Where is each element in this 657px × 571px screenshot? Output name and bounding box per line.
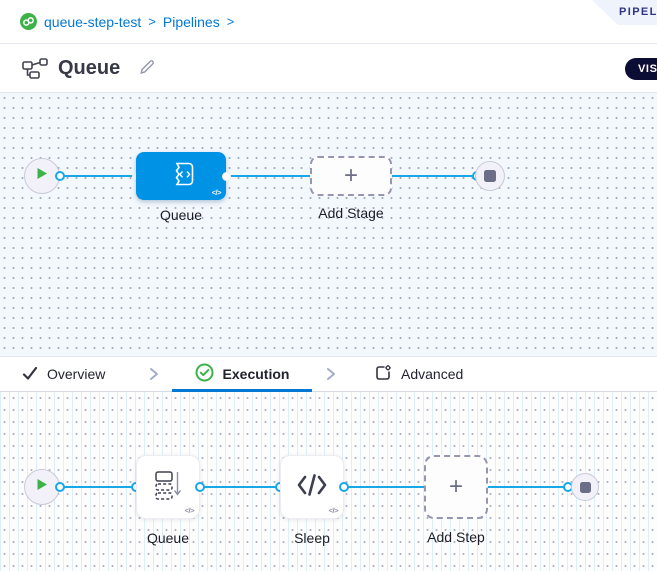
tab-label: Overview bbox=[47, 366, 106, 382]
step-label: Sleep bbox=[294, 530, 330, 546]
plus-icon: + bbox=[343, 162, 358, 189]
title-bar: Queue VISUAL bbox=[0, 44, 657, 93]
stage-graph-canvas[interactable]: </> Queue + Add Stage bbox=[0, 93, 657, 356]
chevron-right-icon bbox=[325, 367, 337, 381]
execution-graph-canvas[interactable]: </> Queue </> Sleep + Add Step bbox=[0, 392, 657, 571]
stage-label: Queue bbox=[159, 207, 203, 223]
breadcrumb-project-link[interactable]: queue-step-test bbox=[44, 13, 142, 30]
add-step-button[interactable]: + bbox=[424, 455, 488, 519]
tab-advanced[interactable]: Advanced bbox=[374, 357, 463, 391]
add-stage-button[interactable]: + bbox=[310, 156, 392, 196]
stop-icon bbox=[579, 481, 591, 493]
chevron-right-icon bbox=[148, 367, 160, 381]
pencil-icon bbox=[138, 58, 156, 79]
step-label: Queue bbox=[146, 530, 190, 546]
pipeline-icon bbox=[22, 57, 48, 79]
step-out-port[interactable] bbox=[195, 482, 205, 492]
pipeline-start-node[interactable] bbox=[24, 158, 60, 194]
check-icon bbox=[22, 366, 38, 383]
breadcrumb: queue-step-test > Pipelines > PIPELINE S… bbox=[0, 0, 657, 44]
queue-step-icon bbox=[153, 469, 183, 506]
visual-yaml-toggle[interactable]: VISUAL bbox=[625, 58, 657, 80]
project-icon bbox=[20, 13, 37, 30]
play-icon bbox=[36, 167, 48, 185]
active-tab-underline bbox=[172, 389, 312, 392]
custom-stage-icon bbox=[163, 159, 199, 194]
add-step-label: Add Step bbox=[427, 529, 485, 545]
stage-flow-line bbox=[60, 175, 477, 177]
step-type-code-badge: </> bbox=[184, 506, 195, 515]
breadcrumb-separator: > bbox=[148, 14, 156, 29]
stage-node-queue[interactable]: </> bbox=[136, 152, 226, 200]
start-out-port[interactable] bbox=[55, 482, 65, 492]
stage-type-code-badge: </> bbox=[211, 188, 222, 197]
step-type-code-badge: </> bbox=[328, 506, 339, 515]
breadcrumb-pipelines-link[interactable]: Pipelines bbox=[162, 13, 220, 30]
tab-execution[interactable]: Execution bbox=[172, 357, 312, 391]
stop-icon bbox=[484, 170, 496, 182]
stage-out-port[interactable] bbox=[222, 171, 231, 181]
pipeline-end-node[interactable] bbox=[475, 161, 505, 191]
execution-end-node[interactable] bbox=[571, 473, 599, 501]
start-out-port[interactable] bbox=[55, 171, 65, 181]
tab-label: Execution bbox=[222, 366, 290, 382]
page-title: Queue bbox=[58, 56, 121, 79]
step-node-sleep[interactable]: </> bbox=[280, 455, 344, 519]
step-node-queue[interactable]: </> bbox=[136, 455, 200, 519]
code-brackets-icon bbox=[295, 472, 329, 503]
breadcrumb-separator: > bbox=[226, 14, 235, 29]
edit-pipeline-name-button[interactable] bbox=[136, 56, 158, 81]
plus-icon: + bbox=[448, 473, 463, 500]
pipeline-studio-ribbon: PIPELINE STUDIO bbox=[592, 0, 657, 25]
check-circle-icon bbox=[195, 363, 214, 385]
stage-config-tabs: Overview Execution Advanced bbox=[0, 356, 657, 392]
advanced-settings-icon bbox=[374, 364, 392, 385]
tab-overview[interactable]: Overview bbox=[22, 357, 105, 391]
step-out-port[interactable] bbox=[339, 482, 349, 492]
add-stage-label: Add Stage bbox=[318, 205, 384, 221]
tab-label: Advanced bbox=[401, 366, 464, 382]
play-icon bbox=[36, 478, 48, 496]
